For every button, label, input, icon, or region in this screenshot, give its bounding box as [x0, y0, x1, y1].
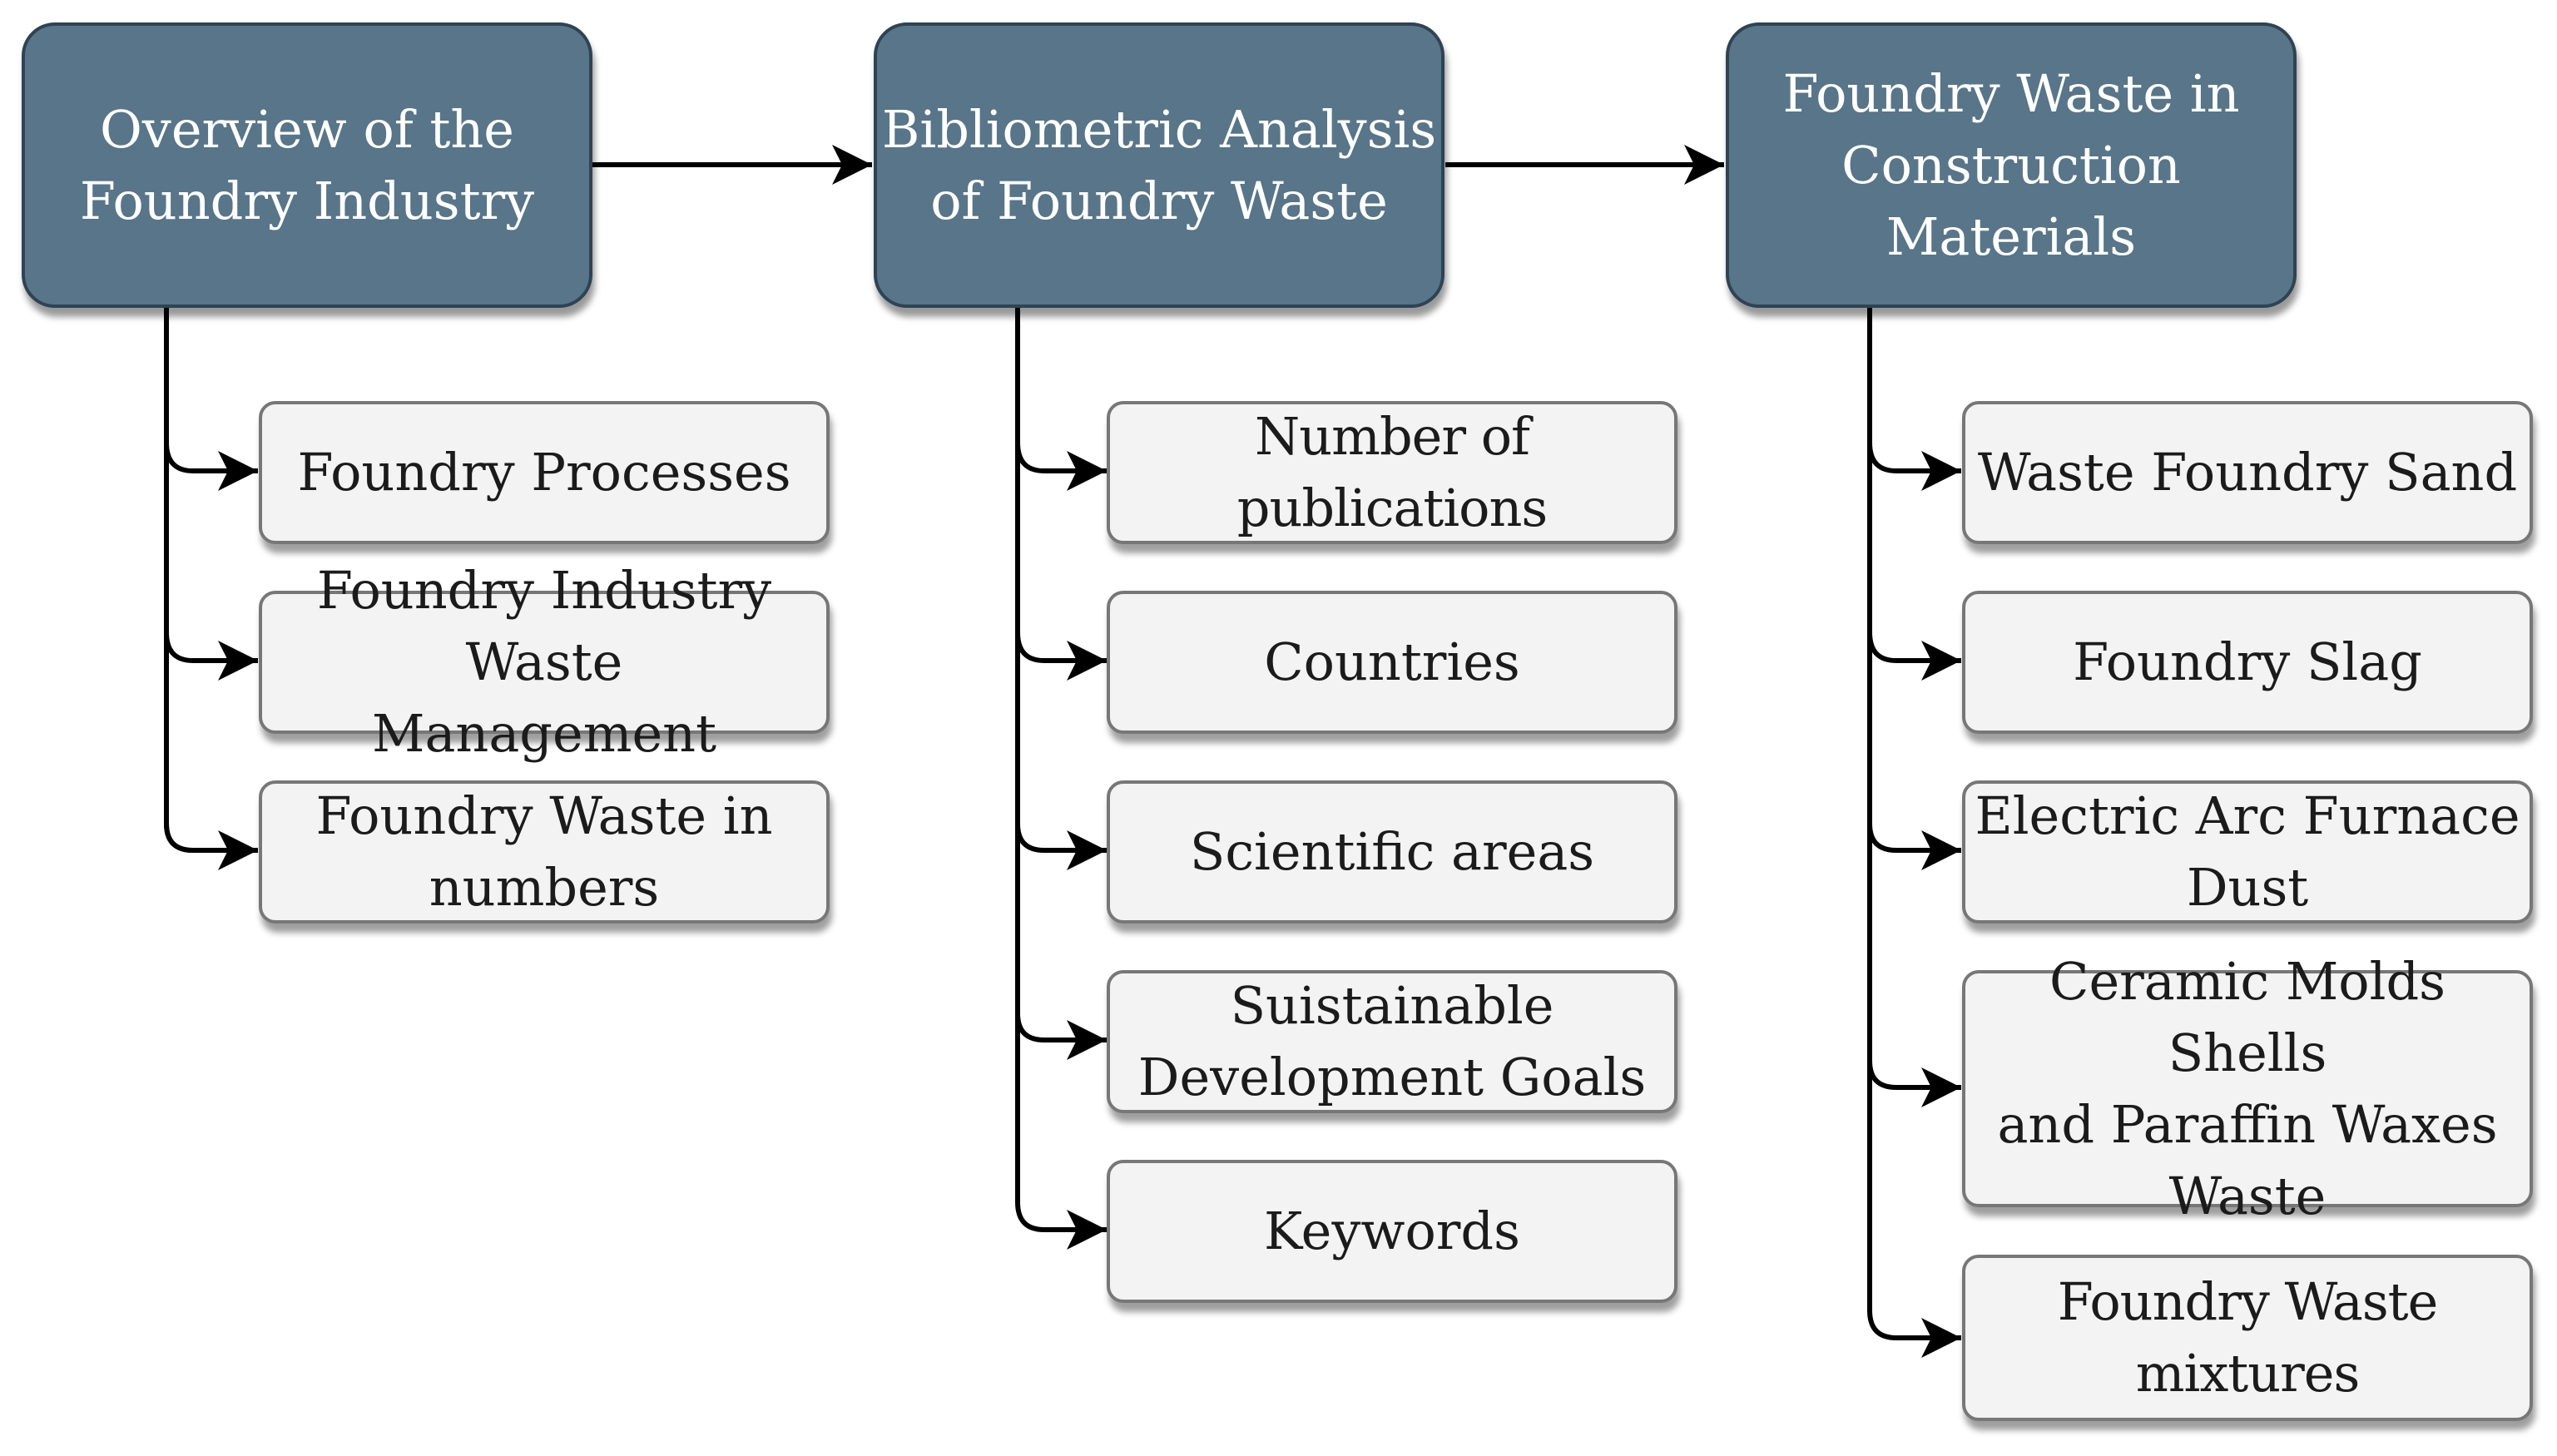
- stage-bibliometric-box: Bibliometric Analysis of Foundry Waste: [874, 22, 1445, 308]
- branch-col3-item-1: [1867, 442, 1961, 491]
- branch-col3-item-4: [1867, 1060, 1961, 1107]
- item-number-of-publications: Number of publications: [1107, 401, 1677, 544]
- stage-overview-title: Overview of the Foundry Industry: [79, 98, 535, 231]
- item-waste-foundry-sand: Waste Foundry Sand: [1962, 401, 2533, 544]
- item-label: Foundry Slag: [2073, 631, 2422, 692]
- stage-construction-title: Foundry Waste in Construction Materials: [1782, 62, 2240, 267]
- item-waste-management: Foundry Industry Waste Management: [259, 560, 830, 764]
- item-label: Number of publications: [1236, 406, 1548, 538]
- branch-col1-item-3: [164, 823, 258, 870]
- trunk-col-1: [164, 308, 211, 853]
- stage-bibliometric-title: Bibliometric Analysis of Foundry Waste: [881, 98, 1437, 231]
- item-label: Ceramic Molds Shells and Paraffin Waxes …: [1997, 950, 2498, 1226]
- item-label: Suistainable Development Goals: [1137, 975, 1647, 1107]
- item-electric-arc-furnace-dust: Electric Arc Furnace Dust: [1962, 780, 2533, 924]
- branch-col2-item-3: [1015, 823, 1107, 870]
- item-foundry-waste-mixtures: Foundry Waste mixtures: [1962, 1255, 2533, 1421]
- item-label: Foundry Processes: [297, 442, 791, 503]
- stage-construction-box: Foundry Waste in Construction Materials: [1726, 22, 2297, 308]
- item-keywords: Keywords: [1107, 1160, 1677, 1303]
- branch-col1-item-2: [164, 631, 258, 681]
- branch-col2-item-1: [1015, 442, 1107, 491]
- item-label: Waste Foundry Sand: [1977, 442, 2518, 503]
- item-label: Scientific areas: [1189, 821, 1595, 882]
- branch-col1-item-1: [164, 442, 258, 491]
- stage-overview-box: Overview of the Foundry Industry: [22, 22, 592, 308]
- item-sustainable-development-goals: Suistainable Development Goals: [1107, 970, 1677, 1113]
- branch-col2-item-4: [1015, 1013, 1107, 1060]
- item-foundry-processes: Foundry Processes: [259, 401, 830, 544]
- item-label: Foundry Waste mixtures: [2057, 1271, 2439, 1404]
- branch-col2-item-5: [1015, 1201, 1107, 1250]
- item-waste-in-numbers: Foundry Waste in numbers: [259, 780, 830, 924]
- item-label: Foundry Waste in numbers: [315, 785, 773, 918]
- item-label: Foundry Industry Waste Management: [316, 560, 772, 764]
- item-foundry-slag: Foundry Slag: [1962, 591, 2533, 734]
- branch-col3-item-5: [1867, 1310, 1961, 1358]
- item-countries: Countries: [1107, 591, 1677, 734]
- branch-col3-item-2: [1867, 631, 1961, 681]
- item-ceramic-molds-paraffin-waxes: Ceramic Molds Shells and Paraffin Waxes …: [1962, 951, 2533, 1226]
- item-label: Electric Arc Furnace Dust: [1975, 785, 2520, 918]
- branch-col3-item-3: [1867, 823, 1961, 870]
- item-label: Keywords: [1264, 1201, 1520, 1261]
- branch-col2-item-2: [1015, 631, 1107, 681]
- item-label: Countries: [1264, 631, 1520, 692]
- item-scientific-areas: Scientific areas: [1107, 780, 1677, 924]
